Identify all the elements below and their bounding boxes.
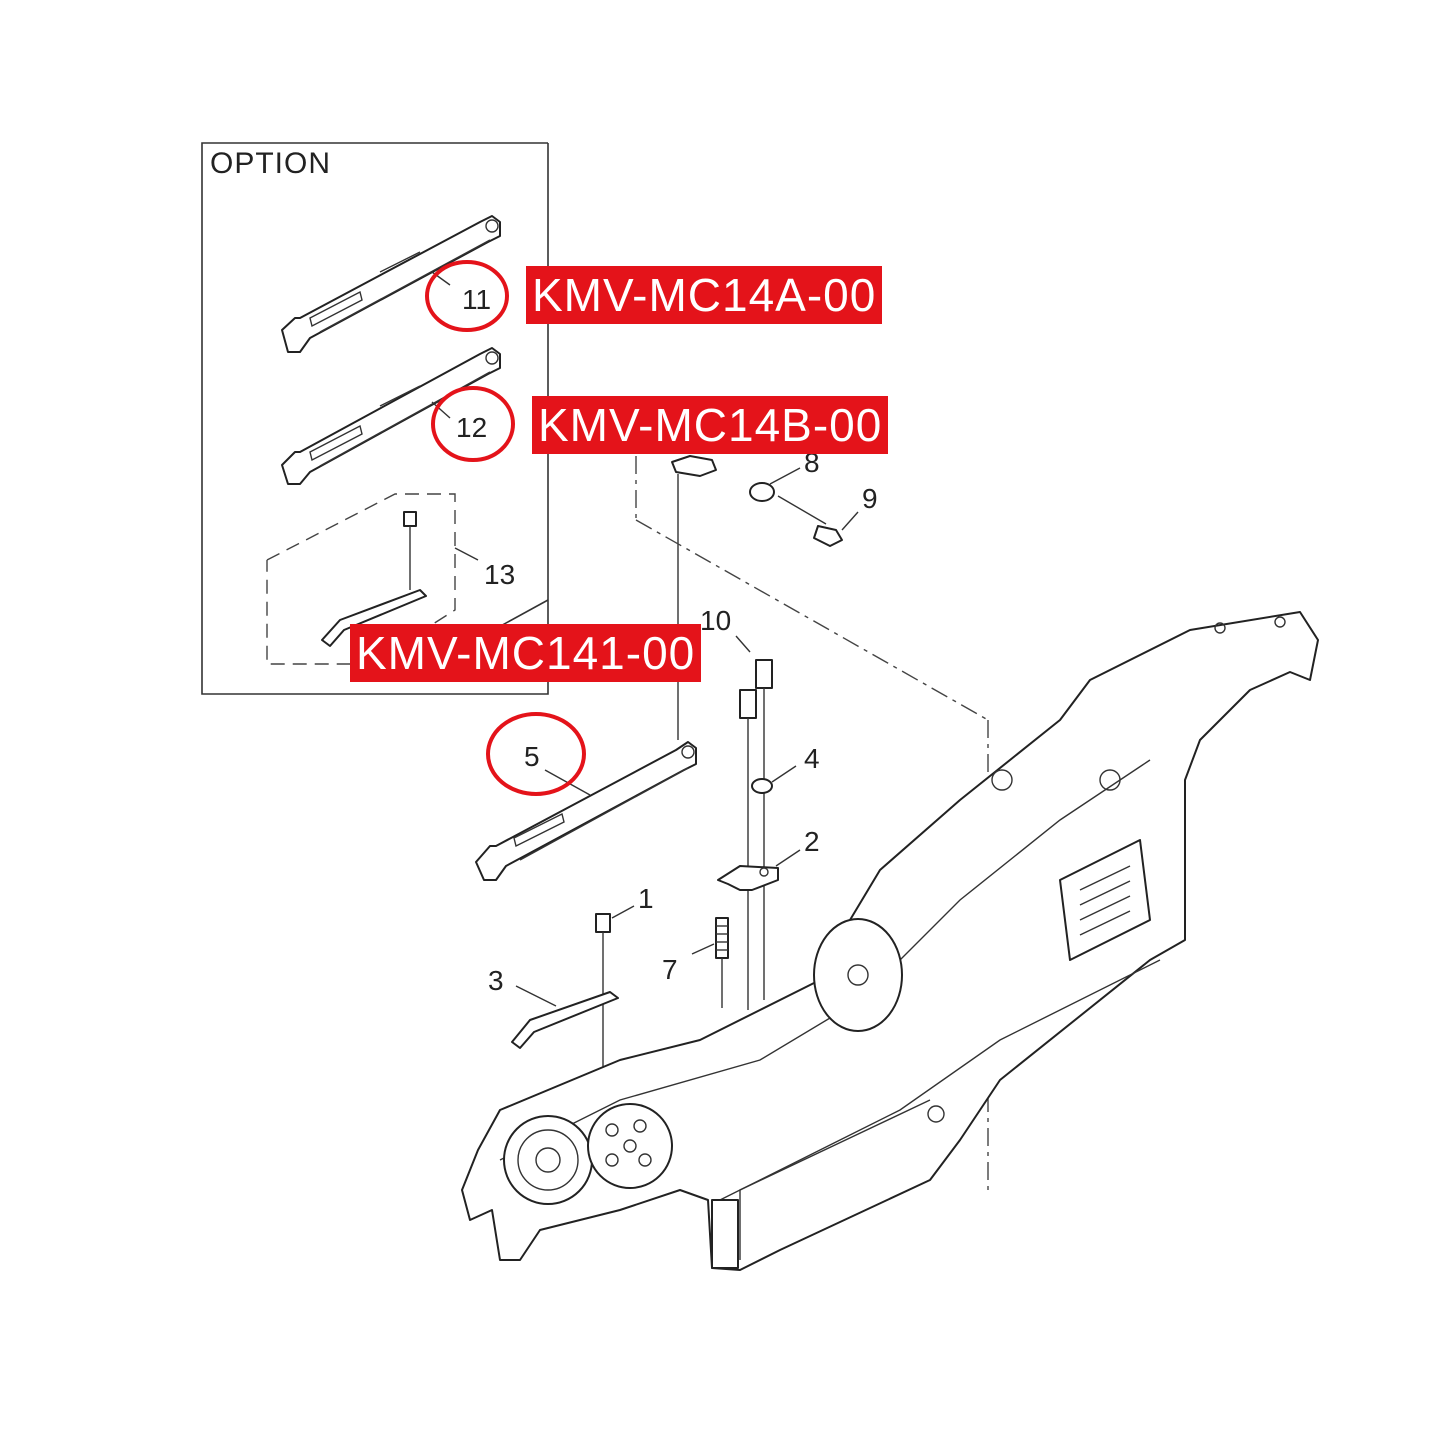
callout-4: 4	[804, 743, 820, 774]
callout-5: 5	[524, 741, 540, 772]
part-9-screw	[813, 511, 859, 547]
callout-11: 11	[462, 284, 491, 315]
part-number-tag-12: KMV-MC14B-00	[532, 396, 889, 454]
part-2-plate	[717, 849, 801, 891]
callout-1: 1	[638, 883, 654, 914]
highlight-circle-11	[425, 260, 509, 332]
part-number-tag-13: KMV-MC141-00	[350, 624, 702, 682]
highlight-circle-5	[486, 712, 586, 796]
part-number-tag-11: KMV-MC14A-00	[526, 266, 883, 324]
part-1-screw	[595, 905, 635, 1080]
option-box-title: OPTION	[210, 147, 331, 180]
part-11-rail	[281, 215, 501, 353]
callout-8: 8	[804, 447, 820, 478]
part-4-washer	[751, 765, 797, 794]
part-5-rail	[475, 741, 697, 881]
callout-7: 7	[662, 954, 678, 985]
callout-2: 2	[804, 826, 820, 857]
part-7-spring	[691, 917, 729, 1008]
callout-13: 13	[484, 559, 515, 590]
part-3-strip	[511, 985, 619, 1049]
callout-3: 3	[488, 965, 504, 996]
highlight-circle-12	[431, 386, 515, 462]
callout-10: 10	[700, 605, 731, 636]
part-13-assembly	[266, 493, 479, 665]
callout-12: 12	[456, 412, 487, 443]
part-8-bushing	[749, 467, 827, 525]
feeder-main-body	[461, 611, 1319, 1271]
part-12-rail	[281, 347, 501, 485]
part-10-screws	[735, 635, 773, 1010]
callout-9: 9	[862, 483, 878, 514]
